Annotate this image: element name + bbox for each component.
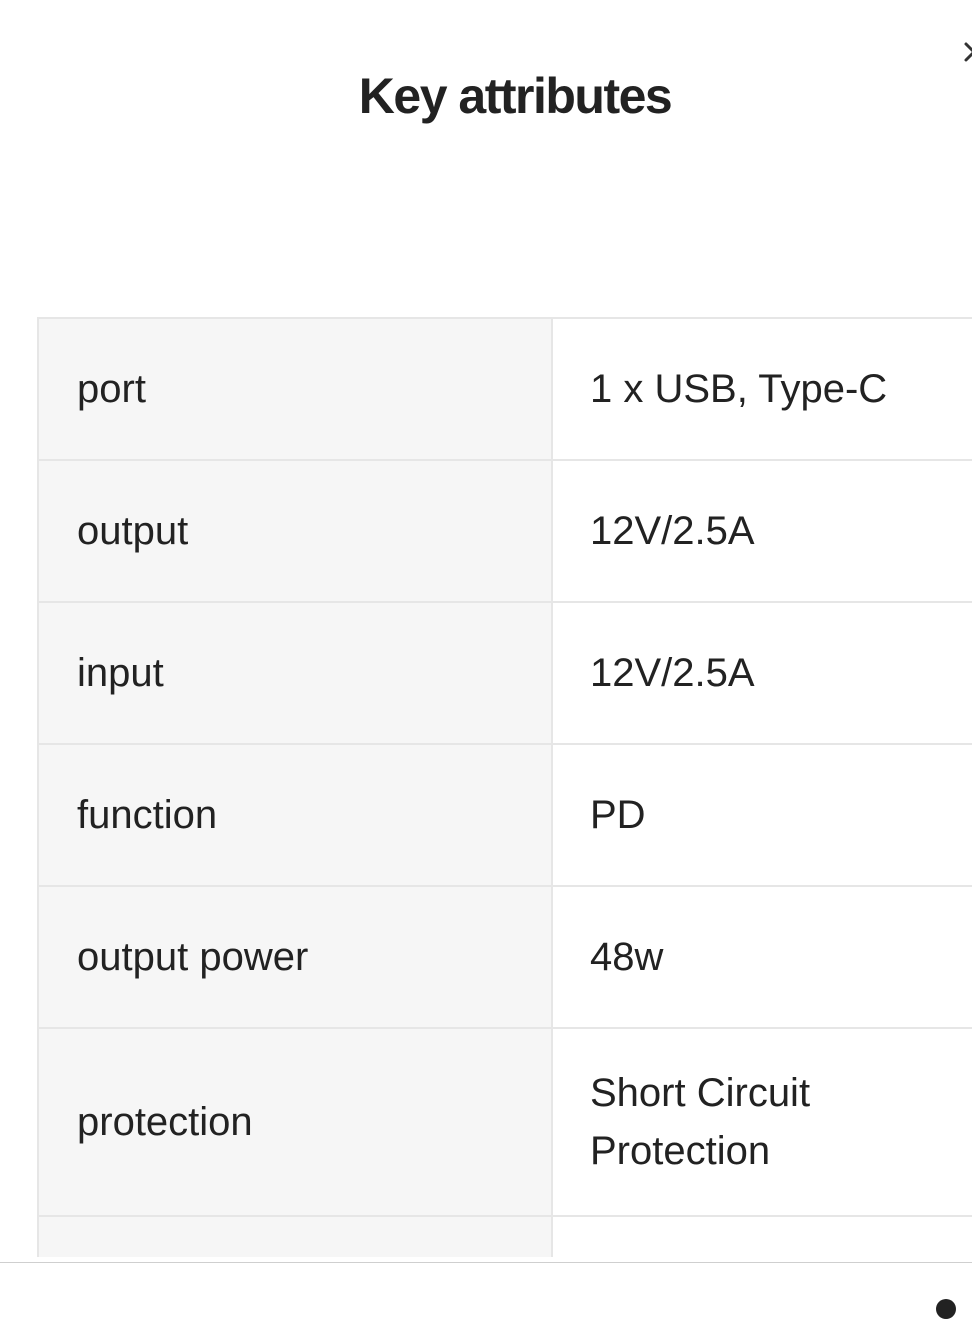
- attribute-value: 1 x USB, Type-C: [551, 317, 972, 461]
- scroll-indicator: [936, 1299, 956, 1319]
- table-row: function PD: [37, 743, 972, 887]
- attribute-key: function: [37, 743, 553, 887]
- table-row: port 1 x USB, Type-C: [37, 317, 972, 461]
- attribute-key: [37, 1215, 553, 1257]
- attribute-key: port: [37, 317, 553, 461]
- attribute-value: Short Circuit Protection: [551, 1027, 972, 1217]
- attribute-key: input: [37, 601, 553, 745]
- page-title: Key attributes: [358, 68, 673, 124]
- attribute-value: 48w: [551, 885, 972, 1029]
- close-icon[interactable]: [960, 40, 972, 70]
- attribute-value: PD: [551, 743, 972, 887]
- attribute-key: output: [37, 459, 553, 603]
- attribute-value: 12V/2.5A: [551, 601, 972, 745]
- key-attributes-table: port 1 x USB, Type-C output 12V/2.5A inp…: [37, 317, 972, 1257]
- table-row: output power 48w: [37, 885, 972, 1029]
- table-row: [37, 1215, 972, 1257]
- table-row: output 12V/2.5A: [37, 459, 972, 603]
- attribute-key: protection: [37, 1027, 553, 1217]
- bottom-sheet: [0, 1262, 972, 1319]
- attribute-value: 12V/2.5A: [551, 459, 972, 603]
- attribute-key: output power: [37, 885, 553, 1029]
- table-row: protection Short Circuit Protection: [37, 1027, 972, 1217]
- table-row: input 12V/2.5A: [37, 601, 972, 745]
- attribute-value: [551, 1215, 972, 1257]
